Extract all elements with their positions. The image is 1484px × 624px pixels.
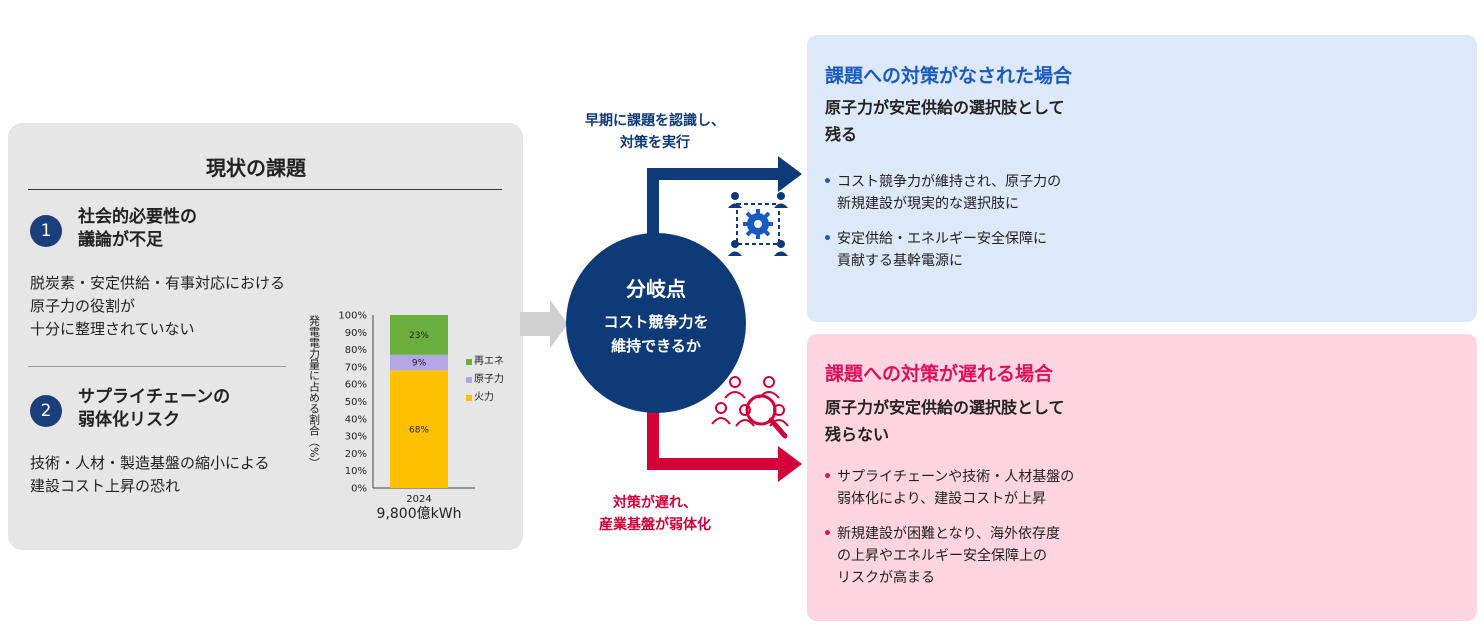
bad-bullet-2: •新規建設が困難となり、海外依存度 の上昇やエネルギー安全保障上の リスクが高ま…: [823, 526, 1061, 586]
y-tick-label: 50%: [345, 397, 367, 408]
legend-swatch: [466, 377, 472, 383]
legend-label: 原子力: [474, 372, 504, 385]
people-search-icon: [711, 376, 789, 439]
issue-1-body: 脱炭素・安定供給・有事対応における 原子力の役割が 十分に整理されていない: [30, 274, 286, 338]
flow-arrows: [520, 156, 802, 482]
current-issues-title: 現状の課題: [206, 156, 306, 180]
y-tick-label: 70%: [345, 362, 367, 373]
y-tick-label: 100%: [338, 311, 367, 322]
y-axis-label: 発電電力量に占める割合（%）: [308, 314, 321, 469]
grey-arrow: [520, 300, 568, 348]
bad-scenario-panel: [807, 334, 1477, 621]
branch-title: 分岐点: [626, 277, 686, 301]
bar-segment-再エネ: [390, 315, 448, 355]
y-tick-label: 20%: [345, 449, 367, 460]
bad-bullet-1: •サプライチェーンや技術・人材基盤の 弱体化により、建設コストが上昇: [823, 469, 1075, 507]
title-divider: [28, 189, 502, 190]
legend-swatch: [466, 359, 472, 365]
red-arrow-head: [778, 446, 802, 482]
good-scenario-title: 課題への対策がなされた場合: [825, 65, 1073, 87]
data-label: 23%: [409, 331, 429, 341]
blue-arrow-line: [647, 168, 782, 240]
bar-segment-原子力: [390, 354, 448, 371]
y-tick-label: 90%: [345, 328, 367, 339]
chart-2024: 発電電力量に占める割合（%） 0% 10% 20% 30% 40% 50% 60% 70% 80%…: [308, 311, 505, 523]
y-tick-label: 30%: [345, 432, 367, 443]
y-tick-label: 0%: [351, 484, 367, 495]
legend-label: 火力: [474, 390, 494, 403]
issue-1-heading: 社会的必要性の議論が不足: [78, 207, 197, 250]
good-scenario-subtitle: 原子力が安定供給の選択肢として残る: [825, 98, 1065, 144]
issue-divider: [28, 366, 286, 367]
team-gear-icon: [728, 192, 788, 256]
data-label: 9%: [412, 359, 427, 369]
legend-swatch: [466, 395, 472, 401]
red-arrow-line: [647, 400, 782, 470]
issue-number-1: 1: [30, 215, 62, 247]
x-sublabel: 9,800億kWh: [377, 506, 462, 522]
good-bullet-2: •安定供給・エネルギー安全保障に 貢献する基幹電源に: [823, 231, 1047, 269]
data-label: 68%: [409, 425, 429, 435]
good-scenario-panel: [807, 35, 1477, 322]
bad-scenario-subtitle: 原子力が安定供給の選択肢として残らない: [825, 398, 1065, 444]
bad-scenario-title: 課題への対策が遅れる場合: [825, 363, 1054, 385]
bar-segment-火力: [390, 370, 448, 488]
legend-label: 再エネ: [474, 355, 504, 367]
issue-number-2: 2: [30, 395, 62, 427]
blue-arrow-head: [778, 156, 802, 192]
x-tick-label: 2024: [406, 494, 431, 505]
issue-2-heading: サプライチェーンの弱体化リスク: [78, 387, 231, 430]
bottom-arrow-label: 対策が遅れ、産業基盤が弱体化: [599, 495, 711, 533]
y-tick-label: 60%: [345, 380, 367, 391]
branch-point-circle: 分岐点 コスト競争力を維持できるか: [566, 233, 746, 413]
y-tick-label: 40%: [345, 414, 367, 425]
top-arrow-label: 早期に課題を認識し、対策を実行: [585, 113, 725, 151]
issue-2-body: 技術・人材・製造基盤の縮小による 建設コスト上昇の恐れ: [30, 454, 270, 495]
y-tick-label: 80%: [345, 345, 367, 356]
y-tick-label: 10%: [345, 466, 367, 477]
good-bullet-1: •コスト競争力が維持され、原子力の 新規建設が現実的な選択肢に: [823, 174, 1062, 212]
branch-question: コスト競争力を維持できるか: [603, 313, 709, 355]
